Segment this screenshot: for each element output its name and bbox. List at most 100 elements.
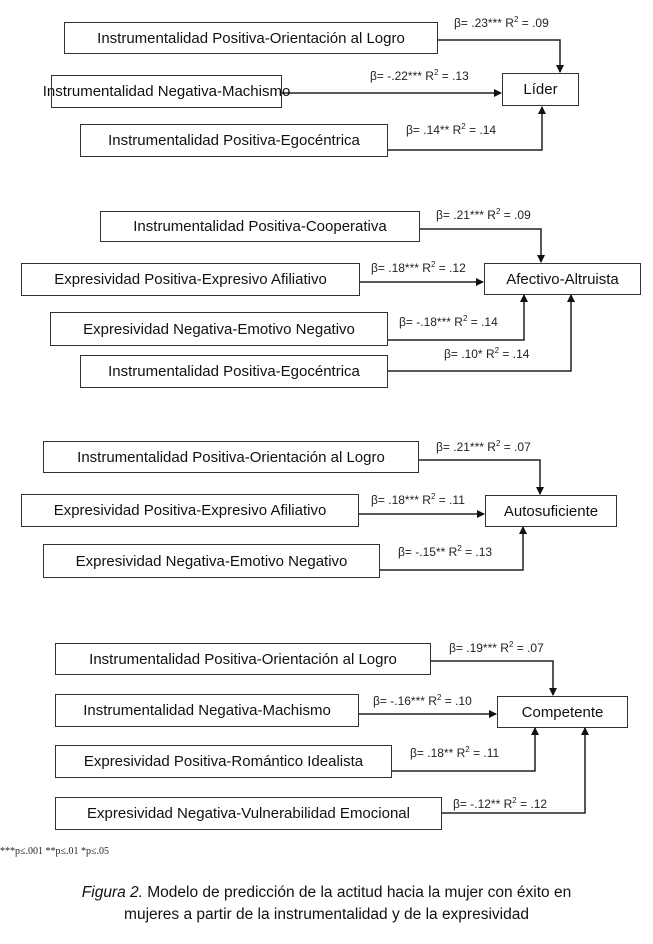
r2-value: = .10 [441, 694, 472, 708]
beta-value: β= -.16*** [373, 694, 425, 708]
arrow-lider-3 [388, 106, 546, 151]
coef-label: β= -.15** R2 = .13 [398, 544, 492, 559]
r-symbol: R [485, 347, 495, 361]
predictor-box: Instrumentalidad Positiva-Orientación al… [55, 643, 431, 675]
r-symbol: R [505, 16, 514, 30]
r-symbol: R [448, 545, 458, 559]
beta-value: β= .18*** [371, 261, 419, 275]
predictor-box: Expresividad Negativa-Vulnerabilidad Emo… [55, 797, 442, 830]
r-symbol: R [428, 694, 437, 708]
beta-value: β= .18** [410, 746, 454, 760]
predictor-box: Instrumentalidad Positiva-Egocéntrica [80, 355, 388, 388]
coef-label: β= -.22*** R2 = .13 [370, 68, 469, 83]
outcome-box-afectivo: Afectivo-Altruista [484, 263, 641, 295]
arrow-afectivo-3 [388, 294, 528, 341]
r-sup: 2 [461, 122, 466, 131]
figure-caption-line1: Figura 2. Modelo de predicción de la act… [0, 884, 653, 902]
predictor-box: Instrumentalidad Positiva-Orientación al… [43, 441, 419, 473]
beta-value: β= -.12** [453, 797, 501, 811]
r2-value: = .13 [438, 69, 469, 83]
predictor-box: Expresividad Positiva-Expresivo Afiliati… [21, 494, 359, 527]
beta-value: β= .18*** [371, 493, 419, 507]
r-sup: 2 [457, 544, 462, 553]
figure-caption-line2: mujeres a partir de la instrumentalidad … [124, 906, 529, 923]
arrow-comp-1 [431, 660, 557, 696]
r-sup: 2 [465, 745, 470, 754]
outcome-box-lider: Líder [502, 73, 579, 106]
arrow-auto-1 [419, 459, 544, 495]
r-sup: 2 [495, 439, 501, 448]
outcome-box-autosuficiente: Autosuficiente [485, 495, 617, 527]
arrow-afectivo-4 [388, 294, 575, 372]
arrow-auto-3 [380, 526, 527, 571]
coef-label: β= -.16*** R2 = .10 [373, 693, 472, 708]
coef-label: β= .23*** R2 = .09 [454, 15, 549, 30]
r2-value: = .09 [518, 16, 549, 30]
r-sup: 2 [462, 314, 468, 323]
r-sup: 2 [430, 492, 436, 501]
coef-label: β= -.12** R2 = .12 [453, 796, 547, 811]
r2-value: = .09 [500, 208, 531, 222]
outcome-box-competente: Competente [497, 696, 628, 728]
predictor-box: Expresividad Positiva-Romántico Idealist… [55, 745, 392, 778]
r2-value: = .11 [469, 746, 500, 760]
predictor-box: Instrumentalidad Negativa-Machismo [43, 75, 290, 108]
arrow-comp-3 [392, 727, 539, 772]
r2-value: = .14 [465, 123, 497, 137]
coef-label: β= .18*** R2 = .11 [371, 492, 465, 507]
coef-label: β= -.18*** R2 = .14 [399, 314, 498, 329]
beta-value: β= .21*** [436, 440, 484, 454]
arrow-comp-4 [442, 727, 589, 814]
arrow-afectivo-1 [420, 228, 545, 263]
r-symbol: R [425, 69, 434, 83]
predictor-box: Expresividad Negativa-Emotivo Negativo [50, 312, 388, 346]
r-sup: 2 [430, 260, 436, 269]
coef-label: β= .21*** R2 = .07 [436, 439, 531, 454]
predictor-box: Expresividad Positiva-Expresivo Afiliati… [21, 263, 360, 296]
predictor-box: Instrumentalidad Positiva-Cooperativa [100, 211, 420, 242]
r2-value: = .12 [516, 797, 548, 811]
beta-value: β= .23*** [454, 16, 502, 30]
predictor-box: Expresividad Negativa-Emotivo Negativo [43, 544, 380, 578]
r2-value: = .13 [461, 545, 493, 559]
r-symbol: R [487, 440, 496, 454]
beta-value: β= .21*** [436, 208, 484, 222]
beta-value: β= .14** [406, 123, 450, 137]
r-sup: 2 [494, 346, 500, 355]
r-sup: 2 [512, 796, 517, 805]
r2-value: = .14 [467, 315, 498, 329]
coef-label: β= .18*** R2 = .12 [371, 260, 466, 275]
beta-value: β= -.15** [398, 545, 446, 559]
r2-value: = .12 [435, 261, 466, 275]
r-symbol: R [454, 315, 463, 329]
beta-value: β= -.22*** [370, 69, 422, 83]
arrow-lider-1 [438, 39, 564, 73]
predictor-box: Instrumentalidad Positiva-Egocéntrica [80, 124, 388, 157]
r-symbol: R [422, 493, 431, 507]
r-symbol: R [500, 641, 509, 655]
predictor-box: Instrumentalidad Negativa-Machismo [55, 694, 359, 727]
r-sup: 2 [436, 693, 442, 702]
r2-value: = .11 [435, 493, 465, 507]
beta-value: β= -.18*** [399, 315, 451, 329]
r-sup: 2 [433, 68, 439, 77]
r-sup: 2 [495, 207, 501, 216]
coef-label: β= .10* R2 = .14 [444, 346, 529, 361]
r-symbol: R [503, 797, 513, 811]
r2-value: = .07 [500, 440, 531, 454]
coef-label: β= .21*** R2 = .09 [436, 207, 531, 222]
figure-label: Figura 2. [81, 884, 143, 901]
r2-value: = .07 [513, 641, 544, 655]
caption-text: Modelo de predicción de la actitud hacia… [142, 884, 572, 901]
coef-label: β= .14** R2 = .14 [406, 122, 496, 137]
predictor-box: Instrumentalidad Positiva-Orientación al… [64, 22, 438, 54]
r-symbol: R [456, 746, 466, 760]
r-symbol: R [452, 123, 462, 137]
coef-label: β= .18** R2 = .11 [410, 745, 499, 760]
r-sup: 2 [513, 15, 519, 24]
r-symbol: R [422, 261, 431, 275]
beta-value: β= .10* [444, 347, 483, 361]
beta-value: β= .19*** [449, 641, 497, 655]
r2-value: = .14 [499, 347, 530, 361]
